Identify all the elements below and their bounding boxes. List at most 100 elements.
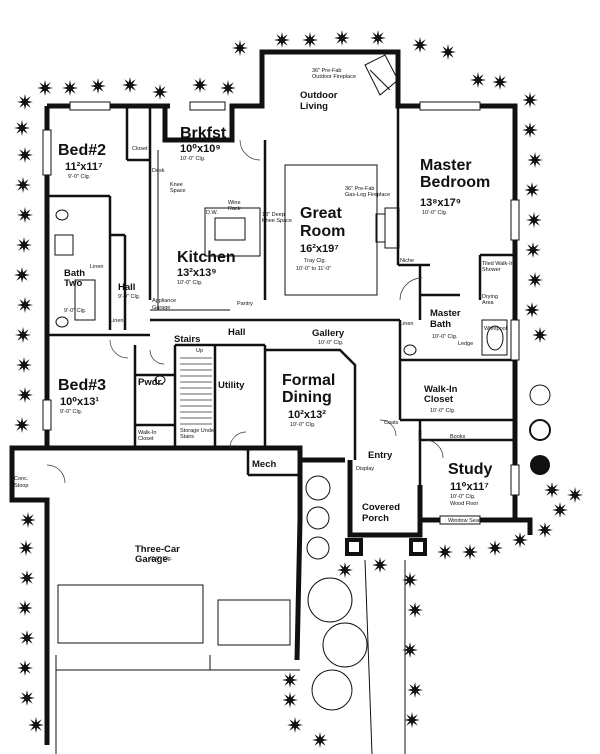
shrub — [20, 512, 36, 528]
utility-title: Utility — [218, 380, 245, 391]
pwdr-title: Pwdr. — [138, 377, 163, 388]
great-room-ceiling: Tray Clg. — [304, 258, 327, 264]
bed2-ceiling: 9'-0" Clg. — [68, 174, 91, 180]
shrub — [17, 387, 33, 403]
bed3-ceiling: 9'-0" Clg. — [60, 409, 83, 415]
shrub — [512, 532, 528, 548]
shrub — [192, 77, 208, 93]
stairs-title: Stairs — [174, 334, 200, 345]
room-bed2: Bed#2 11²x11⁷ 9'-0" Clg. Closet — [58, 142, 148, 180]
shrub — [37, 80, 53, 96]
display-label: Display — [356, 466, 374, 472]
brkfst-title: Brkfst — [180, 125, 227, 142]
bath-two-ceiling: 9'-0" Clg. — [64, 308, 87, 314]
shrub — [370, 30, 386, 46]
stair-treads — [180, 357, 212, 425]
whirlpool-label: Whirlpool — [484, 326, 507, 332]
linen-label-2: Linen — [110, 318, 123, 324]
bed2-title: Bed#2 — [58, 142, 106, 159]
shrub — [90, 78, 106, 94]
shrub — [522, 92, 538, 108]
room-pwdr: Pwdr. — [138, 377, 163, 388]
garage-ceiling: 9'-0" Clg. — [150, 556, 173, 562]
study-floor: Wood Floor — [450, 501, 478, 507]
shrub — [14, 417, 30, 433]
landscape-trees — [305, 384, 551, 711]
shrub — [19, 630, 35, 646]
hall-left-title: Hall — [118, 282, 135, 293]
shrub — [28, 717, 44, 733]
study-dims: 11⁰x11⁷ — [450, 481, 489, 493]
bed3-dims: 10⁰x13¹ — [60, 396, 99, 408]
shrub — [19, 690, 35, 706]
interior-walls — [47, 106, 515, 490]
linen-label-3: Linen — [400, 321, 413, 327]
stairs-dir: Up — [196, 348, 203, 354]
brkfst-dims: 10⁰x10⁹ — [180, 143, 221, 155]
gallery-title: Gallery — [312, 328, 345, 339]
mech-title: Mech — [252, 459, 276, 470]
room-brkfst: Brkfst 10⁰x10⁹ 10'-0" Clg. — [180, 125, 227, 162]
shrub — [16, 357, 32, 373]
shrub — [334, 30, 350, 46]
room-study: Study 11⁰x11⁷ 10'-0" Clg. Wood Floor Win… — [448, 461, 493, 524]
shrub — [17, 600, 33, 616]
shrub — [17, 147, 33, 163]
shrub — [274, 32, 290, 48]
shrub — [15, 177, 31, 193]
shrub — [567, 487, 583, 503]
shrub — [17, 297, 33, 313]
great-room-dims: 16²x19⁷ — [300, 243, 339, 255]
shrub — [522, 122, 538, 138]
shrub — [544, 482, 560, 498]
shrub — [412, 37, 428, 53]
walk-in-closet-master-ceiling: 10'-0" Clg. — [430, 408, 456, 414]
shrub — [524, 182, 540, 198]
coats-label: Coats — [384, 420, 399, 426]
kitchen-dims: 13²x13⁹ — [177, 267, 216, 279]
study-title: Study — [448, 461, 493, 478]
shrub — [15, 327, 31, 343]
shrub — [312, 732, 328, 748]
master-bedroom-dims: 13⁸x17⁹ — [420, 197, 461, 209]
desk-label: Desk — [152, 168, 165, 174]
pantry-label: Pantry — [237, 301, 253, 307]
formal-dining-ceiling: 10'-0" Clg. — [290, 422, 316, 428]
shrub — [402, 572, 418, 588]
shrub — [537, 522, 553, 538]
kitchen-counter — [150, 150, 230, 311]
shrub — [220, 80, 236, 96]
tray-ceiling — [284, 164, 378, 296]
shrub — [152, 84, 168, 100]
bed3-title: Bed#3 — [58, 377, 106, 394]
kitchen-ceiling: 10'-0" Clg. — [177, 280, 203, 286]
shrub — [372, 557, 388, 573]
shrub — [527, 152, 543, 168]
front-walk — [364, 559, 406, 754]
shrub — [526, 212, 542, 228]
garage-door-left — [57, 584, 204, 644]
shrub — [524, 302, 540, 318]
door-swings — [46, 139, 444, 484]
